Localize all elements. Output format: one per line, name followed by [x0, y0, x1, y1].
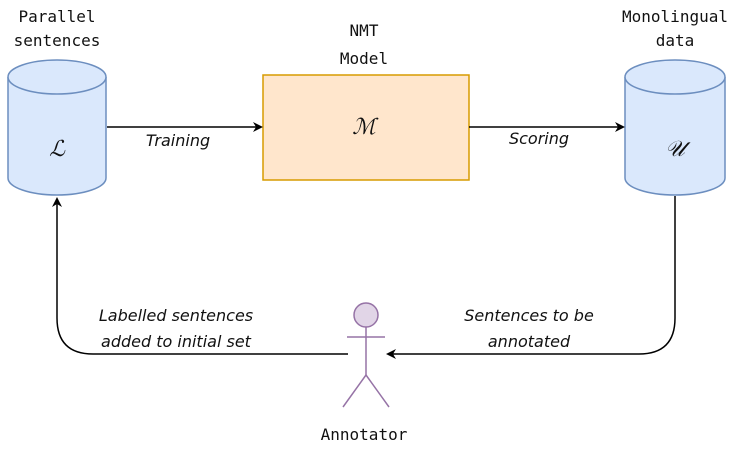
parallel-symbol: ℒ	[49, 137, 66, 162]
monolingual-cylinder-body	[624, 77, 726, 196]
monolingual-cylinder-top	[624, 59, 726, 95]
model-label-line1: NMT	[350, 21, 379, 40]
to-annotate-edge: Sentences to be annotated	[386, 196, 676, 359]
labelled-label-line1: Labelled sentences	[99, 306, 253, 325]
annotator-icon	[342, 302, 390, 408]
labelled-edge: Labelled sentences added to initial set	[52, 197, 348, 355]
parallel-cylinder-body	[7, 77, 107, 196]
training-edge: Training	[107, 122, 263, 150]
to-annotate-label-line2: annotated	[488, 332, 571, 351]
model-symbol: ℳ	[352, 115, 379, 140]
parallel-sentences-node: Parallel sentences ℒ	[7, 7, 107, 196]
to-annotate-label-line1: Sentences to be	[464, 306, 594, 325]
monolingual-label-line2: data	[656, 31, 695, 50]
parallel-label-line1: Parallel	[18, 7, 95, 26]
annotator-node: Annotator	[321, 302, 408, 444]
annotator-label: Annotator	[321, 425, 408, 444]
nmt-model-node: NMT Model ℳ	[262, 21, 470, 181]
to-annotate-arrow	[386, 196, 676, 359]
labelled-arrow	[52, 197, 348, 355]
training-label: Training	[146, 131, 210, 150]
scoring-label: Scoring	[509, 129, 569, 148]
monolingual-data-node: Monolingual data 𝒰	[622, 7, 728, 196]
parallel-label-line2: sentences	[14, 31, 101, 50]
model-box	[262, 74, 470, 181]
scoring-edge: Scoring	[469, 122, 625, 148]
labelled-label-line2: added to initial set	[101, 332, 252, 351]
parallel-cylinder-top	[7, 59, 107, 95]
model-label-line2: Model	[340, 49, 388, 68]
monolingual-label-line1: Monolingual	[622, 7, 728, 26]
